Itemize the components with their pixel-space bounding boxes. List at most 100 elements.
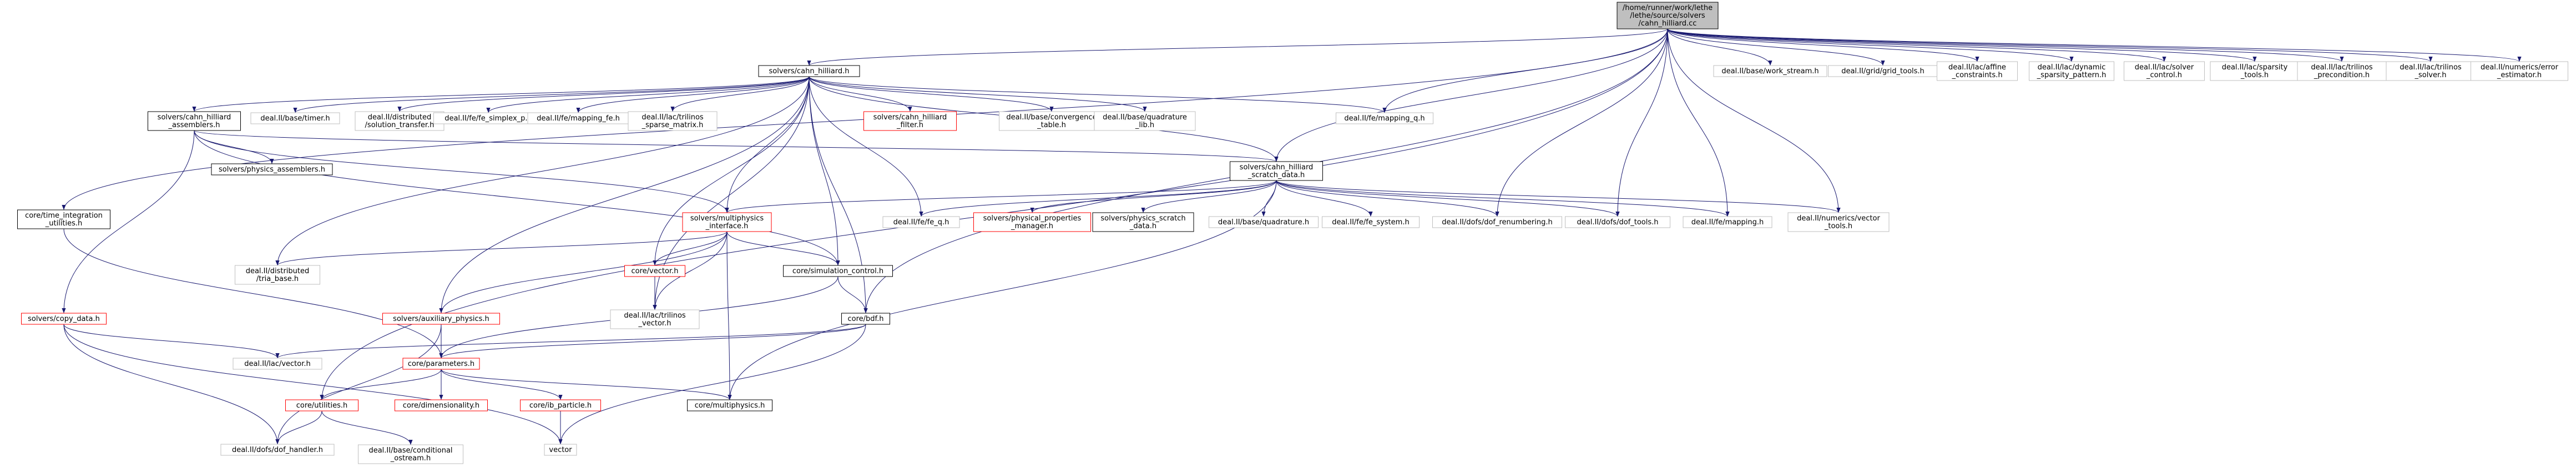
node-label-core-vector-0: core/vector.h [632, 267, 679, 275]
node-box-utilities [285, 399, 358, 411]
edge-scratch-to-mapping [1276, 180, 1730, 217]
node-label-mapping-q-0: deal.II/fe/mapping_q.h [1344, 114, 1425, 123]
edge-bdf-to-parameters [439, 324, 866, 359]
node-affine: deal.II/lac/affine_constraints.h [1937, 61, 2018, 81]
node-trilinos-sparse: deal.II/lac/trilinos_sparse_matrix.h [628, 111, 718, 131]
node-box-copy-data [21, 313, 107, 325]
node-label-phys-prop-0: solvers/physical_properties [983, 214, 1082, 223]
node-parameters[interactable]: core/parameters.h [402, 358, 480, 370]
edge-utilities-to-cond-ostream [321, 410, 413, 445]
edge-ch-h-to-fe-simplex-p [486, 76, 810, 113]
edge-time-int-to-parameters [63, 228, 443, 359]
node-work-stream: deal.II/base/work_stream.h [1713, 65, 1827, 77]
node-label-root-2: /cahn_hilliard.cc [1639, 19, 1697, 28]
edge-ch-h-to-fe-q [809, 76, 923, 217]
node-core-vector[interactable]: core/vector.h [624, 265, 685, 277]
node-label-sol-transfer-0: deal.II/distributed [368, 113, 432, 122]
node-sim-control[interactable]: core/simulation_control.h [783, 265, 893, 277]
edge-ch-h-to-quad-lib [809, 76, 1147, 112]
node-error-est: deal.II/numerics/error_estimator.h [2471, 61, 2568, 81]
node-label-trilinos-solver-0: deal.II/lac/trilinos [2400, 63, 2462, 72]
edge-bdf-to-vector-std [558, 324, 866, 445]
node-aux-physics[interactable]: solvers/auxiliary_physics.h [382, 313, 500, 325]
node-box-phys-prop [973, 212, 1091, 232]
node-box-vector-tools [1787, 212, 1890, 232]
node-utilities[interactable]: core/utilities.h [285, 399, 358, 411]
edge-ch-h-to-core-vector [653, 76, 810, 266]
node-label-sparsity-tools-0: deal.II/lac/sparsity [2222, 63, 2288, 72]
node-label-solver-control-0: deal.II/lac/solver [2135, 63, 2194, 72]
node-box-lac-vector [233, 358, 322, 370]
node-box-aux-physics [382, 313, 500, 325]
edge-aux-physics-to-dof-handler [275, 324, 442, 445]
node-lac-vector: deal.II/lac/vector.h [233, 358, 322, 370]
edge-sim-control-to-bdf [837, 276, 868, 314]
edge-root-to-ch-h [807, 28, 1668, 66]
node-label-phys-prop-1: _manager.h [1011, 222, 1053, 230]
node-ib-particle[interactable]: core/ib_particle.h [520, 399, 601, 411]
edge-scratch-to-fe-q [919, 180, 1277, 217]
node-box-trilinos-solver [2386, 61, 2476, 81]
node-ch-filter[interactable]: solvers/cahn_hilliard_filter.h [863, 111, 957, 131]
edge-assemblers-to-sim-control [194, 130, 840, 266]
node-box-fe-system [1322, 216, 1420, 228]
node-label-cond-ostream-0: deal.II/base/conditional [368, 446, 452, 455]
node-multiphysics[interactable]: core/multiphysics.h [687, 399, 772, 411]
node-label-quadrature-0: deal.II/base/quadrature.h [1218, 218, 1309, 227]
node-bdf[interactable]: core/bdf.h [841, 313, 890, 325]
node-root[interactable]: /home/runner/work/lethe/lethe/source/sol… [1617, 2, 1719, 29]
node-label-parameters-0: core/parameters.h [408, 360, 474, 368]
node-label-conv-table-1: _table.h [1037, 121, 1066, 129]
node-label-trilinos-sparse-1: _sparse_matrix.h [642, 121, 704, 129]
node-scratch[interactable]: solvers/cahn_hilliard_scratch_data.h [1230, 161, 1323, 181]
node-timer: deal.II/base/timer.h [250, 112, 340, 124]
edge-multiphysics-if-to-core-vector [653, 231, 728, 266]
node-trilinos-precond: deal.II/lac/trilinos_precondition.h [2297, 61, 2387, 81]
node-label-error-est-1: _estimator.h [2497, 71, 2542, 79]
node-dyn-sparsity: deal.II/lac/dynamic_sparsity_pattern.h [2029, 61, 2114, 81]
node-phys-assemblers[interactable]: solvers/physics_assemblers.h [211, 163, 333, 175]
node-vector-tools: deal.II/numerics/vector_tools.h [1787, 212, 1890, 232]
node-label-trilinos-vector-0: deal.II/lac/trilinos [624, 312, 686, 320]
edge-ch-h-to-timer [293, 76, 810, 113]
node-phys-prop[interactable]: solvers/physical_properties_manager.h [973, 212, 1091, 232]
node-label-timer-0: deal.II/base/timer.h [260, 114, 330, 123]
edge-root-to-sparsity-tools [1667, 28, 2257, 62]
node-label-conv-table-0: deal.II/base/convergence [1006, 113, 1097, 122]
edge-root-to-dof-tools [1615, 28, 1668, 217]
node-box-dyn-sparsity [2029, 61, 2114, 81]
node-label-utilities-0: core/utilities.h [296, 401, 348, 410]
node-label-lac-vector-0: deal.II/lac/vector.h [244, 360, 311, 368]
node-label-fe-simplex-p-0: deal.II/fe/fe_simplex_p.h [445, 114, 532, 123]
node-trilinos-vector: deal.II/lac/trilinos_vector.h [610, 309, 700, 329]
edge-root-to-scratch [1274, 28, 1668, 162]
node-label-dimensionality-0: core/dimensionality.h [403, 401, 479, 410]
node-fe-simplex-p: deal.II/fe/fe_simplex_p.h [433, 112, 543, 124]
node-multiphysics-if[interactable]: solvers/multiphysics_interface.h [682, 212, 772, 232]
node-box-ch-h [758, 65, 860, 77]
node-box-multiphysics [687, 399, 772, 411]
node-label-phys-scratch-0: solvers/physics_scratch [1100, 214, 1185, 223]
edge-parameters-to-ib-particle [441, 369, 563, 400]
node-label-sol-transfer-1: /solution_transfer.h [365, 121, 435, 129]
node-solver-control: deal.II/lac/solver_control.h [2124, 61, 2205, 81]
node-label-time-int-0: core/time_integration [25, 212, 103, 220]
node-assemblers[interactable]: solvers/cahn_hilliard_assemblers.h [148, 111, 241, 131]
node-ch-h[interactable]: solvers/cahn_hilliard.h [758, 65, 860, 77]
node-copy-data[interactable]: solvers/copy_data.h [21, 313, 107, 325]
node-quad-lib: deal.II/base/quadrature_lib.h [1094, 111, 1196, 131]
node-quadrature: deal.II/base/quadrature.h [1209, 216, 1319, 228]
node-box-ib-particle [520, 399, 601, 411]
node-box-phys-scratch [1092, 212, 1194, 232]
node-time-int[interactable]: core/time_integration_utilities.h [17, 209, 110, 229]
node-label-tria-base-1: /tria_base.h [256, 275, 299, 283]
edge-ch-h-to-tria-base [275, 76, 810, 266]
node-dimensionality[interactable]: core/dimensionality.h [395, 399, 488, 411]
edge-root-to-error-est [1667, 28, 2522, 62]
edge-scratch-to-fe-system [1276, 180, 1373, 217]
node-phys-scratch[interactable]: solvers/physics_scratch_data.h [1092, 212, 1194, 232]
node-label-fe-q-0: deal.II/fe/fe_q.h [893, 218, 949, 227]
node-box-ch-filter [863, 111, 957, 131]
node-label-trilinos-solver-1: _solver.h [2414, 71, 2446, 79]
node-label-trilinos-precond-0: deal.II/lac/trilinos [2311, 63, 2373, 72]
